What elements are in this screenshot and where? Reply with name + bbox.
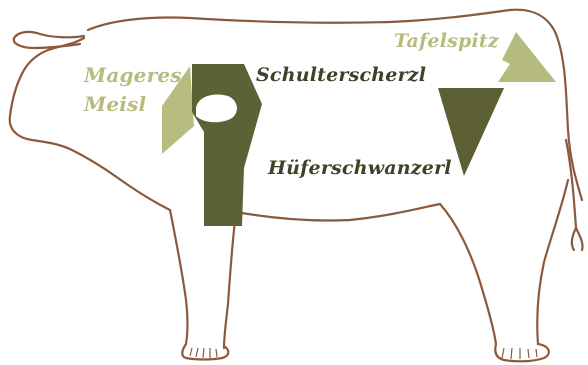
cut-schulterscherzl xyxy=(192,64,262,226)
cow-front-leg-inner xyxy=(224,212,236,348)
cow-front-hoof xyxy=(182,344,228,360)
cow-tail-tuft xyxy=(572,228,583,250)
label-mageres-meisl-line2: Meisl xyxy=(84,92,146,116)
cow-hind-leg-front xyxy=(440,204,496,344)
label-schulterscherzl: Schulterscherzl xyxy=(256,63,426,87)
cow-front-leg-outer xyxy=(170,210,188,344)
cow-belly xyxy=(236,204,440,221)
label-tafelspitz: Tafelspitz xyxy=(394,29,499,53)
cut-tafelspitz xyxy=(498,32,556,82)
cow-hind-leg-back xyxy=(537,180,568,344)
cow-horn xyxy=(14,32,84,48)
label-hueferschwanzerl: Hüferschwanzerl xyxy=(268,156,452,180)
label-mageres-meisl-line1: Mageres xyxy=(84,63,182,87)
hoof-hatching xyxy=(190,348,537,359)
